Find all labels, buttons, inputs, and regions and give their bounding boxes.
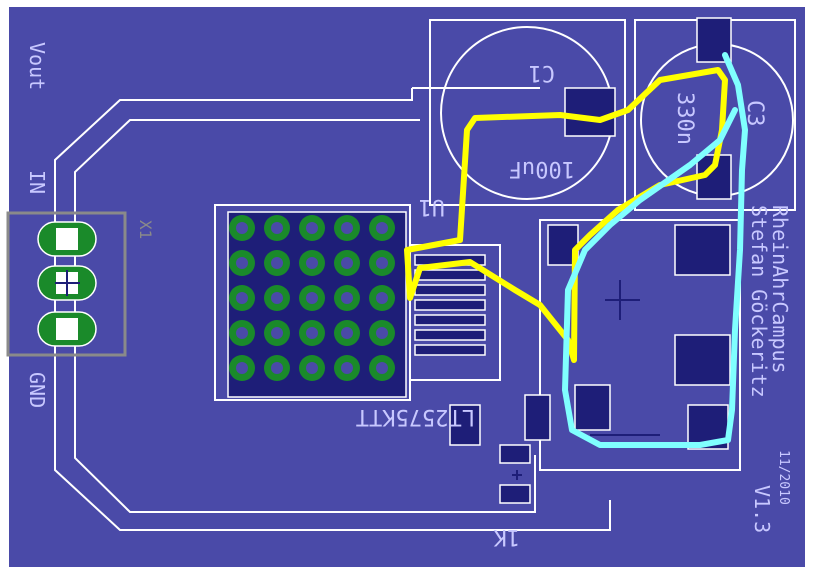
- via-hole: [341, 327, 353, 339]
- silk-symbols: [512, 280, 660, 480]
- x1-connector-frame: [6, 211, 127, 357]
- via-hole: [341, 362, 353, 374]
- via-hole: [271, 327, 283, 339]
- smd-pads: [414, 17, 732, 504]
- via-hole: [236, 292, 248, 304]
- via-hole: [236, 257, 248, 269]
- c3-value-label: 330n: [672, 92, 697, 145]
- via-hole: [271, 222, 283, 234]
- via-hole: [306, 257, 318, 269]
- u1-label: U1: [419, 194, 446, 219]
- x1-pins: [37, 221, 97, 347]
- via-hole: [306, 362, 318, 374]
- via-hole: [306, 222, 318, 234]
- cyan-wire: [562, 52, 748, 448]
- plus-cross-icon: [55, 270, 80, 296]
- campus-label: RheinAhrCampus: [768, 205, 792, 374]
- via-hole: [306, 292, 318, 304]
- via-hole: [236, 362, 248, 374]
- via-hole: [236, 327, 248, 339]
- via-hole: [376, 222, 388, 234]
- via-hole: [341, 292, 353, 304]
- lt-part-label: LT2575KTT: [356, 404, 475, 429]
- via-hole: [271, 257, 283, 269]
- gnd-label: GND: [25, 372, 49, 408]
- yellow-wire: [404, 67, 728, 363]
- via-hole: [236, 222, 248, 234]
- vout-label: Vout: [25, 42, 49, 90]
- date-label: 11/2010: [776, 450, 791, 505]
- via-hole: [306, 327, 318, 339]
- in-label: IN: [25, 170, 49, 194]
- via-hole: [376, 292, 388, 304]
- via-hole: [376, 362, 388, 374]
- c1-label: C1: [529, 60, 556, 85]
- via-hole: [271, 362, 283, 374]
- author-name-label: Stefan Göckeritz: [747, 205, 771, 398]
- via-hole: [376, 327, 388, 339]
- via-hole: [341, 257, 353, 269]
- board-outline-traces: [54, 19, 796, 531]
- c1-value-label: 100uF: [509, 156, 575, 181]
- via-hole: [376, 257, 388, 269]
- version-label: V1.3: [750, 485, 774, 533]
- via-hole: [271, 292, 283, 304]
- via-grid: [229, 215, 395, 381]
- x1-label: X1: [136, 220, 155, 239]
- resistor-label: 1K: [493, 524, 520, 549]
- via-hole: [341, 222, 353, 234]
